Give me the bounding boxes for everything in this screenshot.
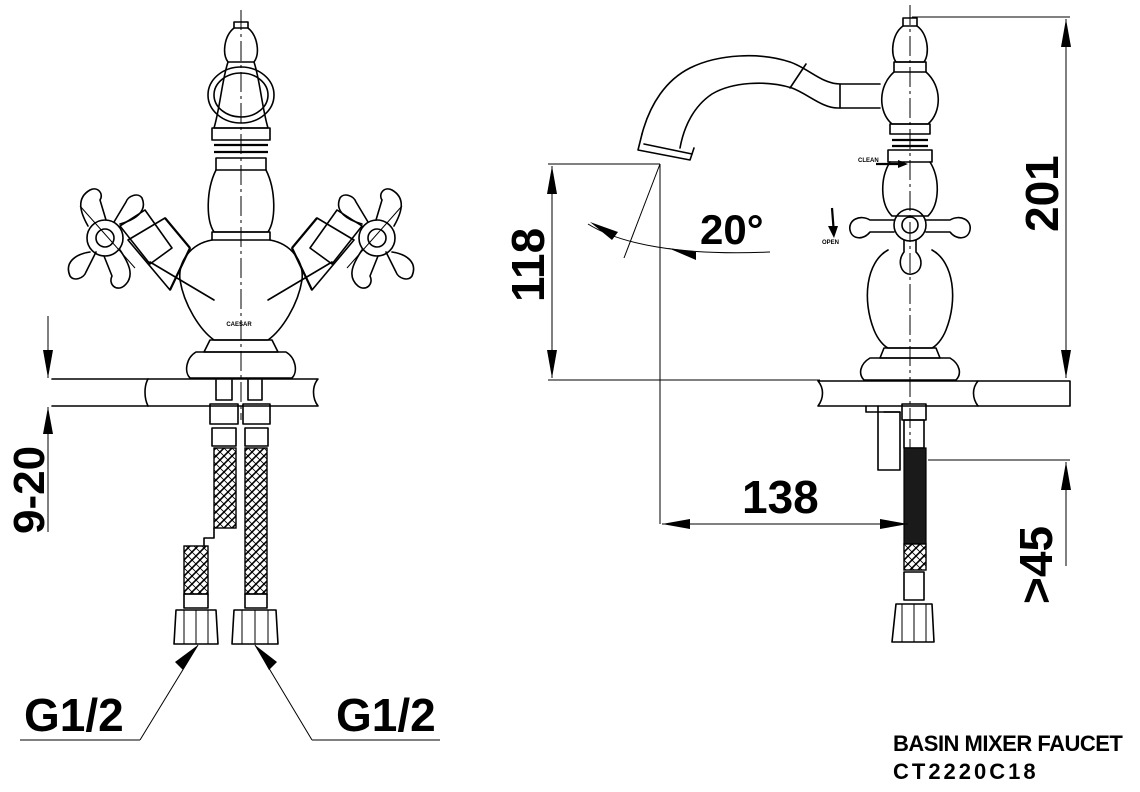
dim-total-height: 201 — [1016, 155, 1068, 232]
model-number: CT2220C18 — [893, 759, 1039, 784]
dim-spout-reach: 138 — [742, 471, 819, 523]
front-view: CAESAR — [5, 10, 440, 741]
dim-below-deck: >45 — [1010, 526, 1062, 604]
side-view: CLEAN OPEN 118 — [502, 5, 1071, 643]
dim-spout-height: 118 — [502, 228, 554, 302]
logo-mark: CAESAR — [226, 322, 252, 328]
thread-right-label: G1/2 — [336, 689, 436, 741]
title-block: BASIN MIXER FAUCET CT2220C18 — [893, 730, 1123, 786]
dim-angle: 20° — [700, 206, 764, 253]
dim-deck-thickness: 9-20 — [5, 446, 54, 534]
mark-clean: CLEAN — [858, 158, 879, 164]
thread-left-label: G1/2 — [24, 689, 124, 741]
mark-open: OPEN — [822, 240, 839, 246]
product-title: BASIN MIXER FAUCET — [893, 731, 1123, 756]
